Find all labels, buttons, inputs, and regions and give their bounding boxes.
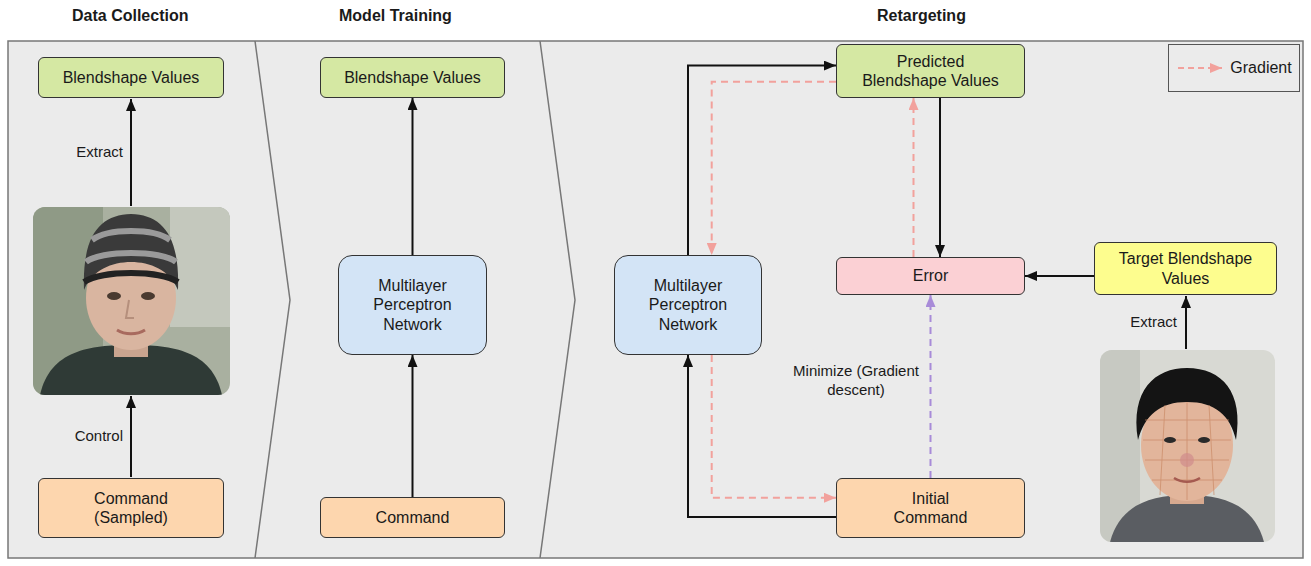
gradient-arrow <box>930 295 932 478</box>
flow-arrow <box>412 355 414 497</box>
network-box: Multilayer Perceptron Network <box>614 255 762 355</box>
arrow-label: Control <box>75 427 123 444</box>
flow-arrow <box>688 66 836 255</box>
output-box: Predicted Blendshape Values <box>836 44 1025 98</box>
control-arrow <box>130 396 132 477</box>
flow-arrow <box>1025 275 1094 277</box>
stage-divider <box>255 41 290 558</box>
edge-label: Minimize (Gradient descent) <box>791 362 921 400</box>
box-label: Blendshape Values <box>63 68 200 87</box>
input-box: Command <box>320 497 505 538</box>
arrow-label: Extract <box>1130 313 1177 330</box>
robot-photo <box>33 207 230 395</box>
panel <box>8 41 1303 558</box>
extract-arrow <box>130 99 132 206</box>
box-label: Command <box>376 508 450 527</box>
target-box: Target Blendshape Values <box>1094 242 1277 295</box>
legend-sample <box>1176 61 1224 75</box>
gradient-arrow <box>913 98 915 257</box>
box-label: Multilayer Perceptron Network <box>349 276 476 334</box>
box-label: Command (Sampled) <box>69 489 193 527</box>
legend-box: Gradient <box>1168 44 1300 92</box>
output-box: Blendshape Values <box>38 57 224 98</box>
section-heading: Model Training <box>339 7 452 25</box>
stage-divider <box>540 41 575 558</box>
section-heading: Data Collection <box>72 7 188 25</box>
box-label: Multilayer Perceptron Network <box>625 276 751 334</box>
legend-text: Gradient <box>1230 59 1291 77</box>
extract-arrow <box>1185 296 1187 349</box>
section-heading: Retargeting <box>877 7 966 25</box>
arrow-label: Extract <box>76 143 123 160</box>
box-label: Blendshape Values <box>344 68 481 87</box>
flow-arrow <box>412 98 414 255</box>
box-label: Error <box>913 266 949 285</box>
face-photo <box>1100 350 1275 542</box>
error-box: Error <box>836 257 1025 295</box>
network-box: Multilayer Perceptron Network <box>338 255 487 355</box>
input-box: Initial Command <box>836 478 1025 538</box>
flow-arrow <box>939 98 941 257</box>
box-label: Predicted Blendshape Values <box>857 52 1004 90</box>
output-box: Blendshape Values <box>320 57 505 98</box>
input-box: Command (Sampled) <box>38 478 224 538</box>
box-label: Target Blendshape Values <box>1115 249 1256 287</box>
gradient-arrow <box>712 82 836 255</box>
box-label: Initial Command <box>882 489 979 527</box>
